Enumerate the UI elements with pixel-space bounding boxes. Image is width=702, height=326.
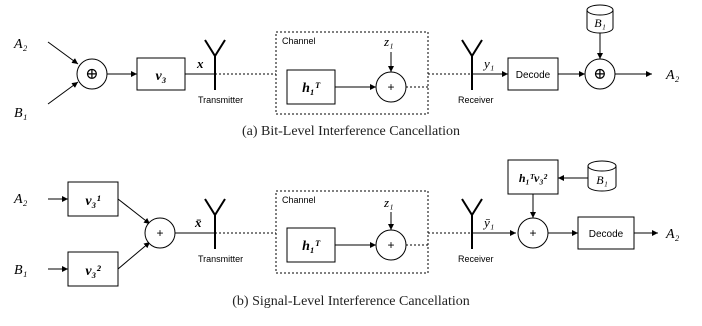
input-a2-label: A₂: [13, 37, 28, 52]
diagram-b: A₂ B₁ v₃¹ v₃² + x̄ Transmitter Channel h…: [13, 159, 680, 309]
caption-b: (b) Signal-Level Interference Cancellati…: [232, 294, 470, 309]
side-info-b1-label-b: B₁: [596, 173, 608, 187]
arrow-a2-to-xor: [47, 41, 79, 65]
noise-z1-label: z₁: [383, 34, 394, 49]
decode-label: Decode: [516, 70, 551, 81]
output-a2-label-b: A₂: [665, 227, 680, 242]
precoder-v3-label: v₃: [155, 69, 166, 84]
arrow-b1-to-xor: [47, 81, 79, 105]
diagram-a: A₂ B₁ ⊕ v₃ x Transmitter Channel h₁ᵀ + z…: [13, 4, 680, 139]
arrow-p1-to-adder: [117, 198, 151, 225]
tx-signal-x: x: [196, 56, 204, 71]
side-info-b1-database-icon-b: [587, 160, 617, 192]
channel-label: Channel: [282, 36, 316, 46]
channel-gain-label: h₁ᵀ: [302, 81, 321, 96]
transmit-antenna-icon: [204, 39, 226, 90]
decode-label-b: Decode: [589, 229, 624, 240]
cancel-term-label: h₁ᵀv₃²: [519, 171, 548, 185]
precoder-v3-2-label: v₃²: [85, 264, 101, 279]
output-a2-label: A₂: [665, 68, 680, 83]
transmit-antenna-icon-b: [204, 198, 226, 249]
arrow-p2-to-adder: [117, 241, 151, 270]
input-b1-label: B₁: [14, 106, 27, 121]
precoder-v3-1-box: [67, 181, 119, 217]
channel-gain-box-b: [286, 227, 336, 263]
noise-adder-symbol-b: +: [387, 238, 394, 252]
precoder-v3-2-box: [67, 251, 119, 287]
receive-antenna-icon: [461, 39, 483, 90]
channel-label-b: Channel: [282, 195, 316, 205]
xor-symbol: ⊕: [85, 66, 98, 83]
noise-adder-symbol: +: [387, 80, 394, 94]
noise-z1-label-b: z₁: [383, 195, 394, 210]
input-b1-label-b: B₁: [14, 263, 27, 278]
precoder-v3-box: [136, 57, 186, 91]
rx-adder-symbol: +: [529, 226, 536, 240]
channel-gain-label-b: h₁ᵀ: [302, 239, 321, 254]
receiver-label-b: Receiver: [458, 254, 494, 264]
channel-box-b: [275, 190, 429, 274]
output-xor-symbol: ⊕: [593, 66, 606, 83]
tx-adder-symbol: +: [156, 226, 163, 240]
transmitter-label: Transmitter: [198, 95, 243, 105]
rx-signal-y1: y₁: [482, 56, 494, 71]
rx-signal-ybar1: ȳ₁: [482, 215, 494, 230]
channel-box: [275, 31, 429, 115]
transmitter-label-b: Transmitter: [198, 254, 243, 264]
receiver-label: Receiver: [458, 95, 494, 105]
tx-signal-xbar: x̄: [194, 215, 202, 230]
caption-a: (a) Bit-Level Interference Cancellation: [242, 124, 460, 139]
side-info-b1-label: B₁: [594, 16, 606, 30]
input-a2-label-b: A₂: [13, 192, 28, 207]
precoder-v3-1-label: v₃¹: [85, 194, 100, 209]
side-info-b1-database-icon: [586, 4, 614, 34]
receive-antenna-icon-b: [461, 198, 483, 249]
